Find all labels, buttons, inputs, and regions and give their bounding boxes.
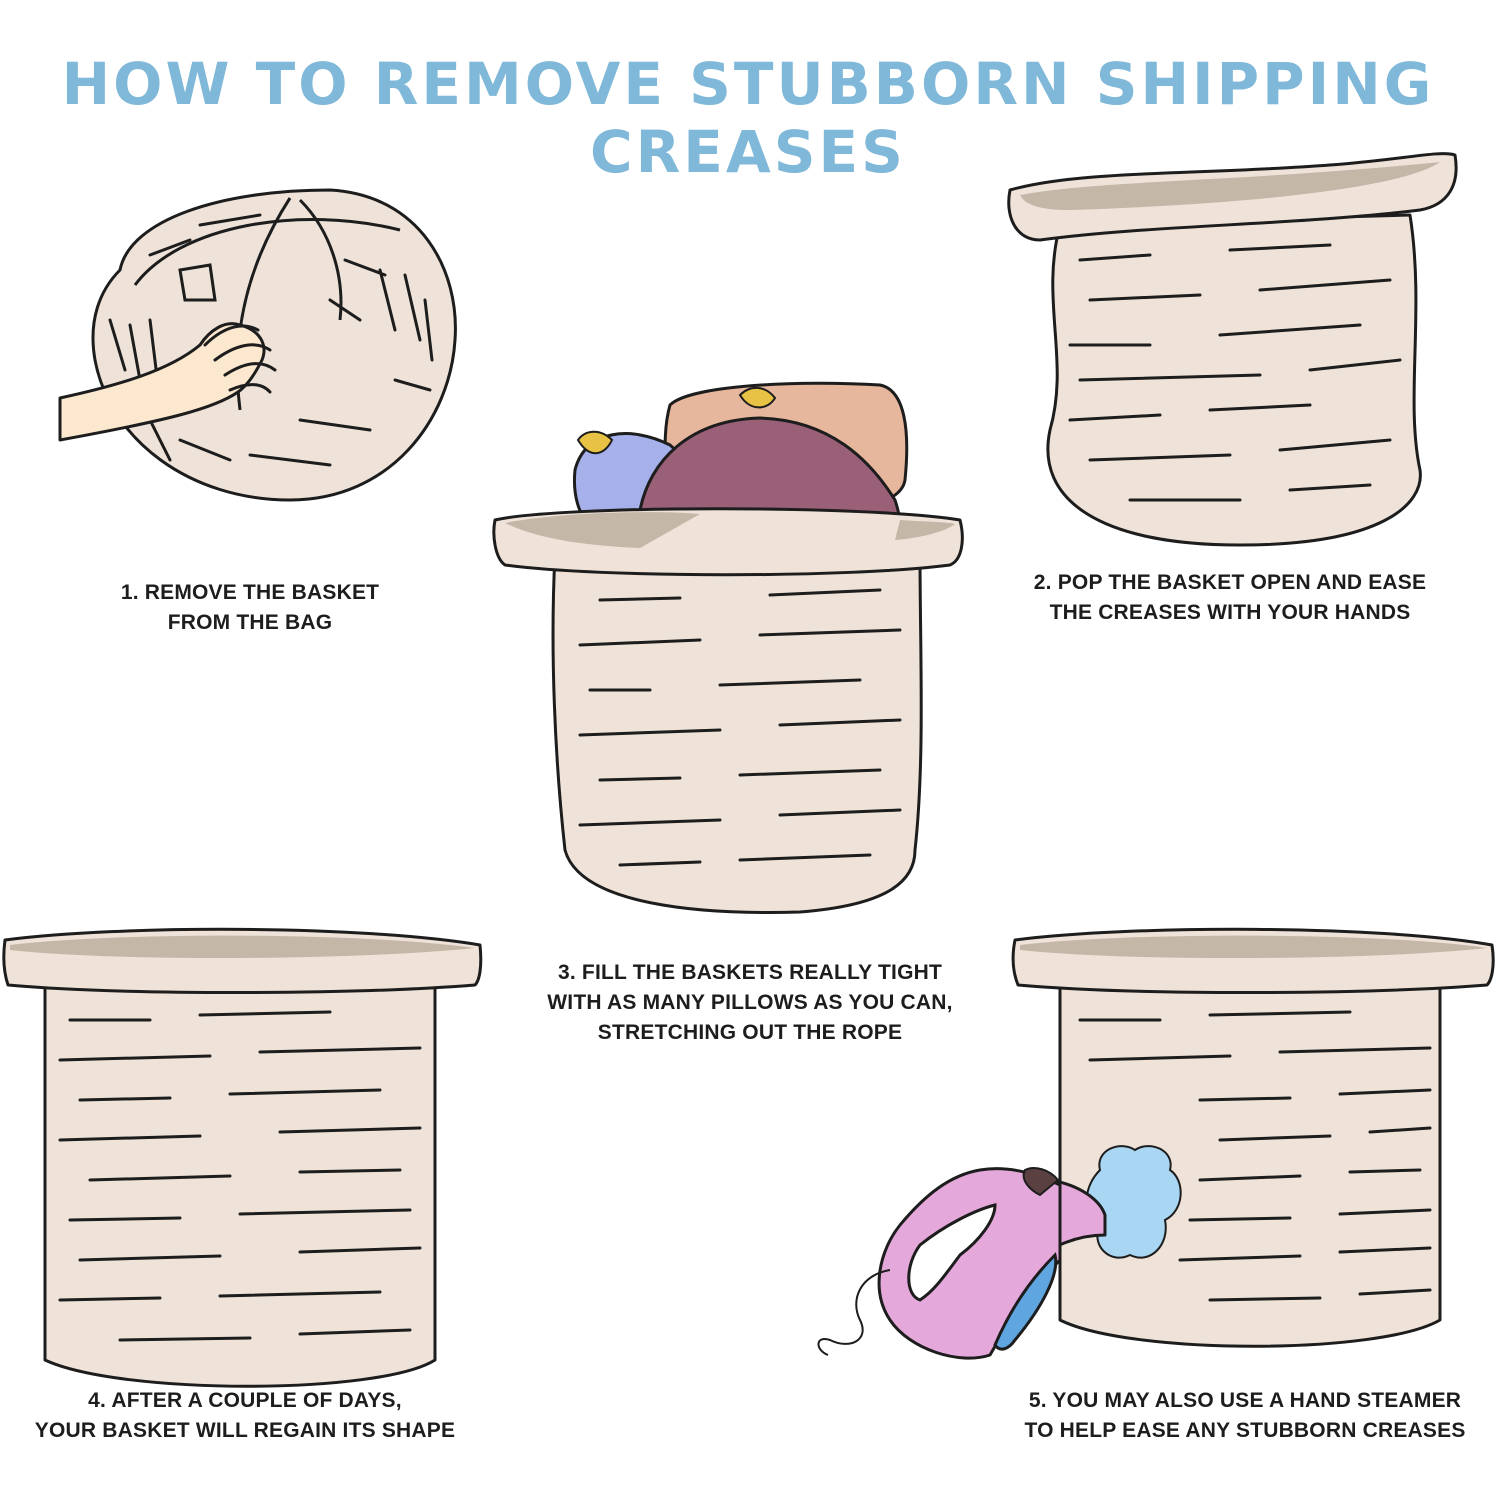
page-title: HOW TO REMOVE STUBBORN SHIPPING CREASES [61, 50, 1435, 186]
restored-basket-icon [2, 927, 483, 1388]
open-basket-icon [1007, 152, 1458, 547]
folded-basket-hand-icon [58, 188, 457, 502]
basket-with-pillows-icon [492, 381, 964, 914]
step-4-caption: 4. AFTER A COUPLE OF DAYS,YOUR BASKET WI… [34, 1389, 456, 1442]
basket-with-steamer-icon [817, 927, 1495, 1360]
